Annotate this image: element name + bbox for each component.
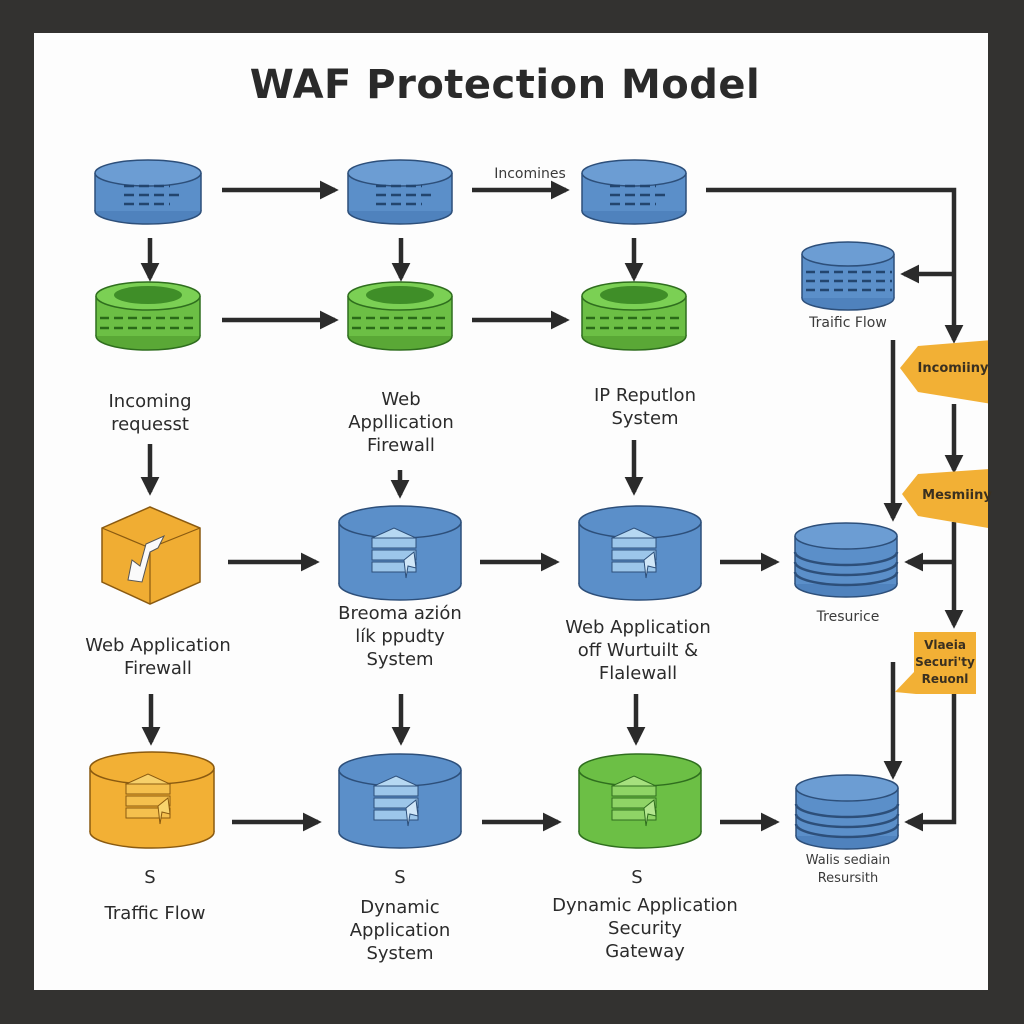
tag-incomiiny-shape xyxy=(900,340,992,404)
tag-mesmiiny-shape xyxy=(902,468,1004,530)
label-s-2: S xyxy=(394,867,406,888)
db-cylinder-blue-mid-3 xyxy=(578,505,702,601)
label-web-app-wurtuilt-flalewall: Web Application off Wurtuilt & Flalewall xyxy=(565,617,711,684)
db-stack-blue-right-bottom xyxy=(794,774,900,850)
label-traific-flow: Traific Flow xyxy=(809,315,887,331)
db-cylinder-orange-bottom-1 xyxy=(89,751,215,849)
label-s-1: S xyxy=(144,867,156,888)
label-web-application-firewall-2: Web Application Firewall xyxy=(85,635,231,679)
frame-right-strip xyxy=(988,33,1024,1024)
db-ring-green-2 xyxy=(347,281,453,351)
db-cylinder-blue-mid-2 xyxy=(338,505,462,601)
tag-mesmiiny: Mesmiiny xyxy=(922,488,992,503)
label-s-3: S xyxy=(631,867,643,888)
label-dynamic-application-security-gateway: Dynamic Application Security Gateway xyxy=(552,895,738,962)
db-cylinder-blue-right-top xyxy=(801,241,895,311)
page-title: WAF Protection Model xyxy=(249,62,761,108)
cube-icon-orange xyxy=(101,506,201,605)
db-cylinder-blue-3 xyxy=(581,159,687,225)
db-cylinder-blue-1 xyxy=(94,159,202,225)
label-incoming-request: Incoming requesst xyxy=(108,391,192,435)
db-cylinder-blue-2 xyxy=(347,159,453,225)
label-dynamic-application-system: Dynamic Application System xyxy=(349,897,451,964)
db-cylinder-blue-bottom-2 xyxy=(338,753,462,849)
label-walis-sediain: Walis sediain Resursith xyxy=(805,853,891,886)
tag-security-shape xyxy=(895,632,976,694)
db-ring-green-3 xyxy=(581,281,687,351)
label-tresurice: Tresurice xyxy=(816,609,880,625)
edge-label-incomines: Incomines xyxy=(494,166,566,182)
label-traffic-flow: Traffic Flow xyxy=(104,903,206,924)
db-stack-blue-right-mid xyxy=(793,522,899,598)
arrow-top-to-right xyxy=(706,187,964,344)
flow-arrows xyxy=(140,180,964,832)
tag-incomiiny: Incomiiny xyxy=(917,361,989,376)
db-cylinder-green-bottom-3 xyxy=(578,753,702,849)
db-ring-green-1 xyxy=(95,281,201,351)
tag-security-reuonl: Vlaeia Securi'ty Reuonl xyxy=(915,638,975,686)
arrow-trunk-to-bottom xyxy=(904,690,957,832)
label-web-application-firewall-1: Web Appllication Firewall xyxy=(348,389,454,456)
label-breoma-system: Breoma azión lík ppudty System xyxy=(338,603,462,670)
label-ip-reputation-system: IP Reputlon System xyxy=(594,385,696,429)
